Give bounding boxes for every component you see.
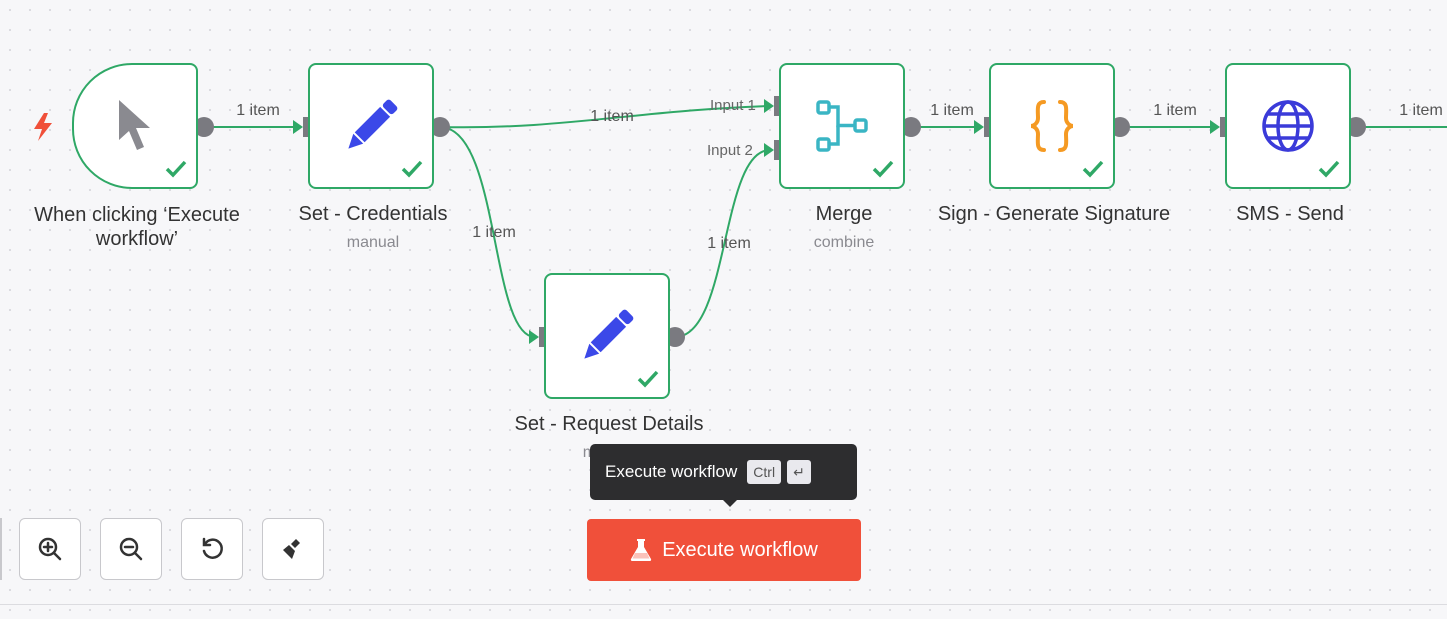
merge-icon (816, 100, 868, 152)
node-title: SMS - Send (1236, 203, 1344, 225)
tooltip-text: Execute workflow (605, 462, 738, 481)
input-handle (984, 117, 992, 137)
node-title: Set - Request Details (514, 413, 704, 435)
node-set-credentials[interactable] (308, 63, 434, 189)
execute-workflow-button[interactable]: Execute workflow (587, 519, 861, 581)
input-handle (303, 117, 311, 137)
node-manual-trigger[interactable] (72, 63, 198, 189)
input-handle (1220, 117, 1228, 137)
code-braces-icon (1030, 100, 1074, 152)
zoom-in-button[interactable] (19, 518, 81, 580)
node-title: Sign - Generate Signature (937, 203, 1171, 225)
success-check-icon (165, 160, 187, 178)
zoom-out-button[interactable] (100, 518, 162, 580)
reset-zoom-button[interactable] (181, 518, 243, 580)
kbd-ctrl: Ctrl (747, 460, 782, 484)
toolbar-partial-button[interactable] (0, 518, 2, 580)
pencil-icon (584, 309, 634, 359)
input-handle (539, 327, 547, 347)
output-handle (1110, 117, 1130, 137)
output-handle (665, 327, 685, 347)
node-title: Set - Credentials (298, 203, 448, 225)
pencil-icon (348, 99, 398, 149)
success-check-icon (637, 370, 659, 388)
edge-label: 1 item (236, 102, 280, 119)
kbd-enter: ↵ (787, 460, 811, 484)
edge-label: 1 item (1399, 102, 1443, 119)
node-title: Merge (815, 203, 873, 225)
node-merge[interactable] (779, 63, 905, 189)
success-check-icon (401, 160, 423, 178)
node-subtitle: combine (813, 234, 875, 251)
cursor-icon (119, 100, 150, 150)
node-set-request-details[interactable] (544, 273, 670, 399)
merge-input-1-label: Input 1 (710, 97, 756, 114)
trigger-bolt-icon (34, 113, 52, 141)
execute-tooltip: Execute workflow Ctrl ↵ (590, 444, 857, 500)
output-handle (430, 117, 450, 137)
edge-label: 1 item (930, 102, 974, 119)
edge-label: 1 item (1153, 102, 1197, 119)
success-check-icon (1082, 160, 1104, 178)
zoom-in-icon (38, 537, 62, 561)
flask-icon (631, 539, 652, 561)
tidy-up-button[interactable] (262, 518, 324, 580)
edge-label: 1 item (707, 235, 751, 252)
execute-button-label: Execute workflow (662, 538, 818, 561)
node-sms-send[interactable] (1225, 63, 1351, 189)
merge-input-2-label: Input 2 (707, 142, 753, 159)
reset-zoom-icon (202, 537, 223, 559)
tidy-up-icon (283, 539, 300, 559)
bottom-divider (0, 604, 1447, 605)
input-handle (774, 96, 782, 116)
success-check-icon (872, 160, 894, 178)
output-handle (1346, 117, 1366, 137)
node-subtitle: manual (346, 234, 400, 251)
edge-label: 1 item (590, 108, 634, 125)
globe-icon (1262, 100, 1314, 152)
output-handle (194, 117, 214, 137)
success-check-icon (1318, 160, 1340, 178)
zoom-out-icon (119, 537, 143, 561)
edge-label: 1 item (472, 224, 516, 241)
tooltip-arrow (722, 499, 738, 507)
input-handle (774, 140, 782, 160)
node-sign-generate-signature[interactable] (989, 63, 1115, 189)
output-handle (901, 117, 921, 137)
node-title: When clicking ‘Execute workflow’ (34, 204, 240, 250)
